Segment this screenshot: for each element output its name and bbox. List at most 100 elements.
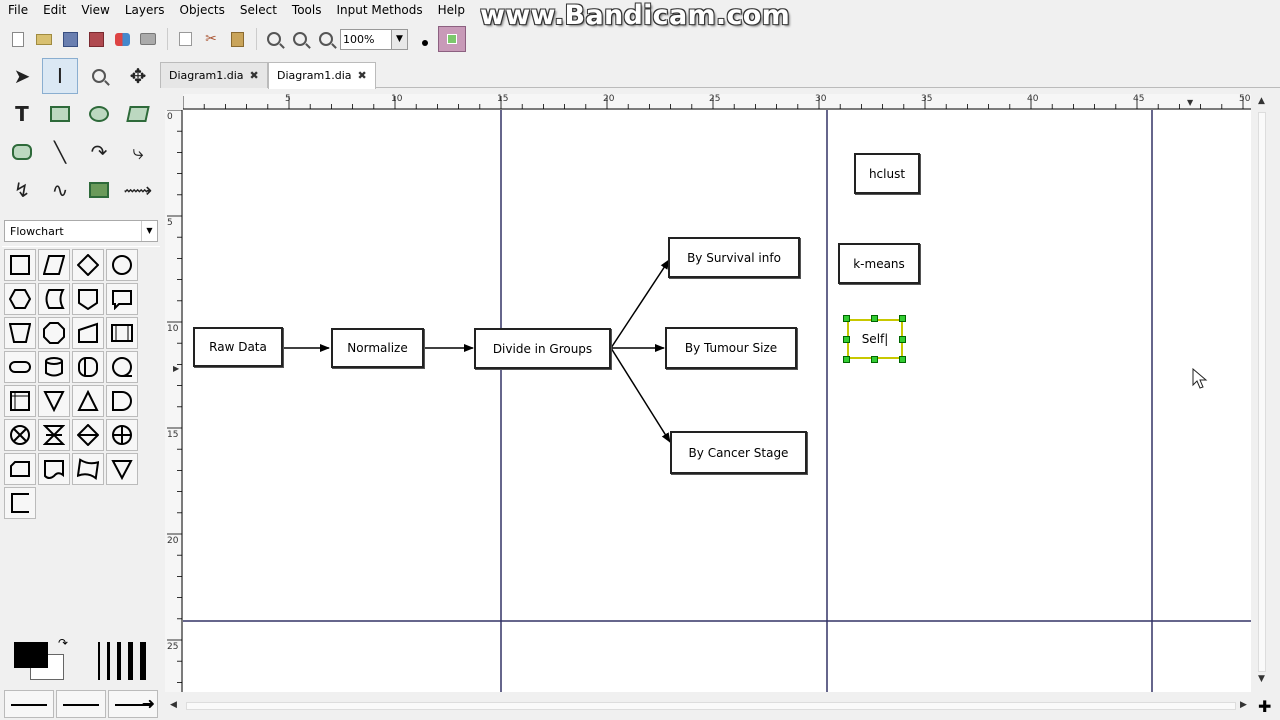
zoom-input[interactable]: 100%	[340, 28, 392, 50]
zoom-fit-button[interactable]	[314, 27, 338, 51]
save-as-button[interactable]	[84, 27, 108, 51]
flowchart-offpage-shape[interactable]	[72, 283, 104, 315]
flowchart-preparation-shape[interactable]	[4, 283, 36, 315]
tab-diagram1-second[interactable]: Diagram1.dia✖	[268, 62, 376, 89]
save-button[interactable]	[58, 27, 82, 51]
flowchart-manual-input-shape[interactable]	[72, 317, 104, 349]
scroll-left-icon[interactable]: ◀	[170, 700, 177, 710]
export-button[interactable]	[110, 27, 134, 51]
flowchart-or-shape[interactable]	[106, 419, 138, 451]
foreground-color-swatch[interactable]	[14, 642, 48, 668]
selection-handle[interactable]	[899, 356, 906, 363]
menu-edit[interactable]: Edit	[43, 2, 67, 17]
polyline-tool[interactable]: ↯	[4, 172, 40, 208]
snap-to-grid-button[interactable]	[438, 26, 466, 52]
selection-handle[interactable]	[899, 336, 906, 343]
flowchart-stored-data-shape[interactable]	[38, 283, 70, 315]
print-button[interactable]	[136, 27, 160, 51]
line-width-selector[interactable]	[98, 642, 146, 680]
flowchart-direct-access-shape[interactable]	[72, 351, 104, 383]
flowchart-parallelogram-shape[interactable]	[38, 249, 70, 281]
flowchart-disk-shape[interactable]	[38, 351, 70, 383]
start-arrow-style[interactable]	[4, 690, 54, 718]
horizontal-scroll-thumb[interactable]	[186, 702, 1236, 710]
flowchart-terminal-shape[interactable]	[4, 351, 36, 383]
scroll-tool[interactable]: ✥	[120, 58, 156, 94]
menu-layers[interactable]: Layers	[124, 2, 165, 17]
zoom-out-button[interactable]	[288, 27, 312, 51]
new-button[interactable]	[6, 27, 30, 51]
flowchart-extract-shape[interactable]	[72, 385, 104, 417]
flowchart-summing-junction-shape[interactable]	[4, 419, 36, 451]
pointer-tool[interactable]: ➤	[4, 58, 40, 94]
beziergon-tool[interactable]	[4, 134, 40, 170]
menu-view[interactable]: View	[81, 2, 110, 17]
node-by-cancer-stage[interactable]: By Cancer Stage	[670, 431, 807, 474]
selection-handle[interactable]	[899, 315, 906, 322]
flowchart-ellipse-shape[interactable]	[106, 249, 138, 281]
menu-objects[interactable]: Objects	[179, 2, 225, 17]
flowchart-predefined-shape[interactable]	[106, 317, 138, 349]
flowchart-document-shape[interactable]	[38, 453, 70, 485]
sheet-selector[interactable]: Flowchart ▼	[4, 220, 158, 242]
selection-handle[interactable]	[843, 356, 850, 363]
vertical-scrollbar[interactable]: ▲ ▼	[1255, 94, 1269, 690]
connector-arrow[interactable]	[610, 347, 671, 443]
menu-tools[interactable]: Tools	[291, 2, 322, 17]
paste-button[interactable]	[225, 27, 249, 51]
flowchart-annotation-shape[interactable]	[4, 487, 36, 519]
cut-button[interactable]: ✂	[199, 27, 223, 51]
line-style[interactable]	[56, 690, 106, 718]
connector-arrow[interactable]	[610, 259, 670, 349]
swap-colors-icon[interactable]: ↷	[58, 636, 69, 650]
node-by-survival-info[interactable]: By Survival info	[668, 237, 800, 278]
flowchart-sort-shape[interactable]	[72, 419, 104, 451]
polygon-tool[interactable]	[120, 96, 156, 132]
line-tool[interactable]: ╲	[42, 134, 78, 170]
scroll-up-icon[interactable]: ▲	[1258, 96, 1265, 106]
node-hclust[interactable]: hclust	[854, 153, 920, 194]
selection-handle[interactable]	[871, 356, 878, 363]
menu-file[interactable]: File	[8, 2, 29, 17]
flowchart-manual-op-shape[interactable]	[4, 317, 36, 349]
flowchart-octagon-shape[interactable]	[38, 317, 70, 349]
flowchart-triangle-down-shape[interactable]	[106, 453, 138, 485]
flowchart-sequential-shape[interactable]	[106, 351, 138, 383]
zigzag-tool[interactable]: ⤷	[120, 134, 156, 170]
bezier-tool[interactable]: ∿	[42, 172, 78, 208]
selection-handle[interactable]	[843, 336, 850, 343]
ellipse-tool[interactable]	[81, 96, 117, 132]
copy-button[interactable]	[173, 27, 197, 51]
flowchart-box-shape[interactable]	[4, 249, 36, 281]
outline-tool[interactable]: ⟿	[120, 172, 156, 208]
node-normalize[interactable]: Normalize	[331, 328, 424, 368]
selection-handle[interactable]	[843, 315, 850, 322]
flowchart-diamond-shape[interactable]	[72, 249, 104, 281]
zoom-in-button[interactable]	[262, 27, 286, 51]
menu-select[interactable]: Select	[239, 2, 277, 17]
open-button[interactable]	[32, 27, 56, 51]
selection-handle[interactable]	[871, 315, 878, 322]
grid-dot-icon[interactable]	[422, 40, 428, 46]
close-icon[interactable]: ✖	[249, 69, 259, 82]
chevron-down-icon[interactable]: ▼	[392, 28, 408, 50]
node-by-tumour-size[interactable]: By Tumour Size	[665, 327, 797, 369]
box-tool[interactable]	[42, 96, 78, 132]
horizontal-scrollbar[interactable]: ◀ ▶	[160, 697, 1260, 715]
flowchart-delay-shape[interactable]	[106, 385, 138, 417]
flowchart-paper-tape-shape[interactable]	[72, 453, 104, 485]
flowchart-card-shape[interactable]	[4, 453, 36, 485]
magnify-tool[interactable]	[81, 58, 117, 94]
menu-input-methods[interactable]: Input Methods	[336, 2, 423, 17]
node-self-editing[interactable]: Self|	[847, 319, 903, 359]
text-edit-tool[interactable]: I	[42, 58, 78, 94]
node-divide-in-groups[interactable]: Divide in Groups	[474, 328, 611, 369]
arc-tool[interactable]: ↷	[81, 134, 117, 170]
scroll-down-icon[interactable]: ▼	[1258, 674, 1265, 684]
flowchart-internal-storage-shape[interactable]	[4, 385, 36, 417]
scroll-right-icon[interactable]: ▶	[1240, 700, 1247, 710]
node-raw-data[interactable]: Raw Data	[193, 327, 283, 367]
image-tool[interactable]	[81, 172, 117, 208]
vertical-scroll-thumb[interactable]	[1258, 112, 1266, 672]
tab-diagram1-first[interactable]: Diagram1.dia✖	[160, 62, 268, 88]
